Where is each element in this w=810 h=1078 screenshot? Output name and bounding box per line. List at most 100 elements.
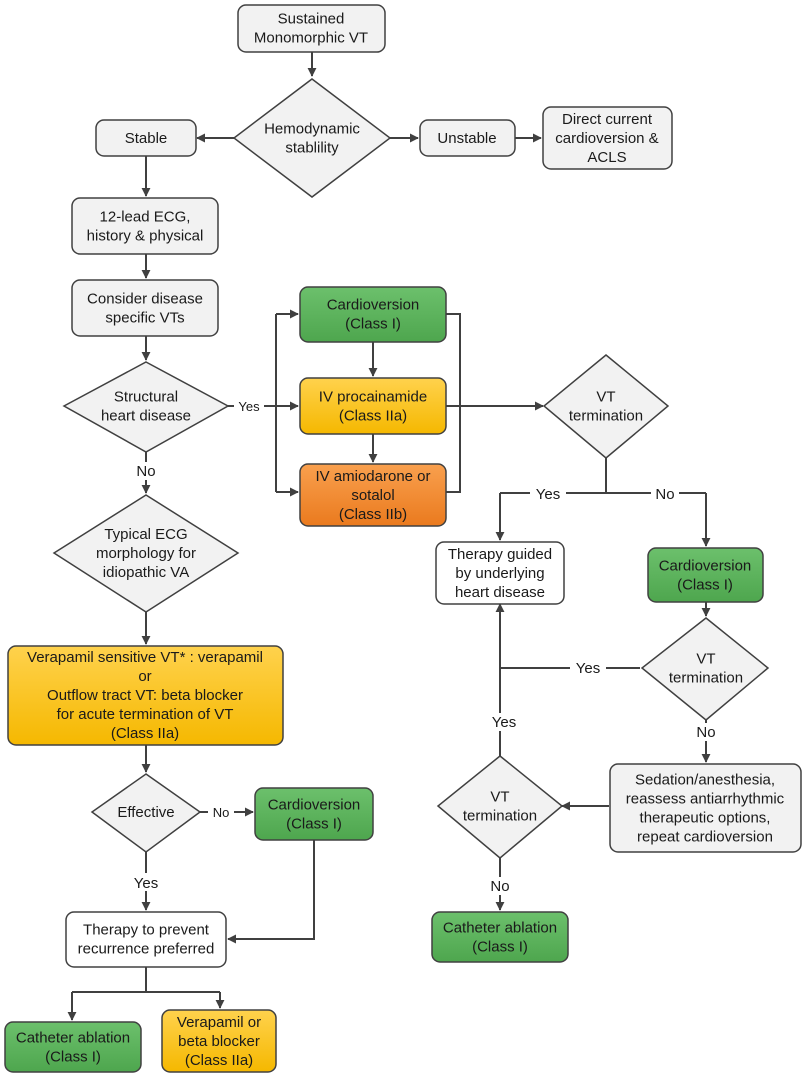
node-iv-amiodarone xyxy=(299,463,447,527)
node-label-hemodynamic: Hemodynamic stablility xyxy=(264,121,360,157)
node-text-line: recurrence preferred xyxy=(78,941,215,958)
node-text-line: stablility xyxy=(285,140,339,157)
node-text-line: history & physical xyxy=(87,228,204,245)
node-text-line: IV procainamide xyxy=(319,389,427,406)
node-text-line: Typical ECG xyxy=(104,526,187,543)
node-text-line: Stable xyxy=(125,130,168,147)
node-text-line: idiopathic VA xyxy=(103,564,189,581)
node-text-line: heart disease xyxy=(455,584,545,601)
node-text-line: (Class I) xyxy=(286,816,342,833)
node-text-line: Sedation/anesthesia, xyxy=(635,772,775,789)
node-label-cardioversion-top: Cardioversion(Class I) xyxy=(327,297,420,333)
node-text-line: Cardioversion xyxy=(659,558,752,575)
node-text-line: cardioversion & xyxy=(555,130,658,147)
node-hemodynamic-diamond xyxy=(232,78,392,198)
node-text-line: 12-lead ECG, xyxy=(100,209,191,226)
label-bg xyxy=(234,397,264,415)
node-text-line: Catheter ablation xyxy=(16,1030,130,1047)
node-text-line: VT xyxy=(696,651,715,668)
node-label-sedation: Sedation/anesthesia, reassess antiarrhyth… xyxy=(626,772,785,846)
label-bg xyxy=(128,873,164,891)
label-bg xyxy=(651,484,679,502)
node-label-stable: Stable xyxy=(125,130,168,147)
node-cardioversion-top xyxy=(299,286,447,343)
node-label-consider-disease: Consider disease specific VTs xyxy=(87,291,203,327)
node-text-line: Monomorphic VT xyxy=(254,30,368,47)
node-text-line: Catheter ablation xyxy=(443,920,557,937)
node-catheter-left xyxy=(4,1021,142,1073)
node-label-structural: Structural heart disease xyxy=(101,389,191,425)
node-vt-termination-1 xyxy=(542,354,670,459)
node-therapy-prevent xyxy=(65,911,227,968)
label-structural-no: No xyxy=(136,463,155,480)
label-bg xyxy=(692,723,720,741)
node-vt-termination-3 xyxy=(436,755,564,859)
node-text-line: (Class IIa) xyxy=(111,725,179,742)
node-sustained-vt xyxy=(237,4,386,53)
node-effective-diamond xyxy=(90,773,202,853)
label-bg xyxy=(570,659,606,677)
node-ecg-history xyxy=(71,197,219,255)
node-text-line: heart disease xyxy=(101,408,191,425)
node-text-line: (Class IIa) xyxy=(339,408,407,425)
node-text-line: Hemodynamic xyxy=(264,121,360,138)
node-text-line: Consider disease xyxy=(87,291,203,308)
label-bg xyxy=(486,877,514,895)
node-text-line: Structural xyxy=(114,389,178,406)
node-text-line: by underlying xyxy=(455,565,544,582)
label-vt3-no: No xyxy=(490,878,509,895)
node-verapamil-beta xyxy=(161,1009,277,1073)
node-stable xyxy=(95,119,197,157)
node-text-line: VT xyxy=(490,789,509,806)
node-label-catheter-right: Catheter ablation (Class I) xyxy=(443,920,557,956)
node-text-line: ACLS xyxy=(587,149,626,166)
node-cardioversion-left xyxy=(254,787,374,841)
node-text-line: IV amiodarone or xyxy=(315,468,430,485)
node-text-line: morphology for xyxy=(96,545,196,562)
edge-labels: Yes No Yes No Yes No Yes No No Yes xyxy=(128,397,720,895)
node-label-typical-ecg: Typical ECG morphology for idiopathic VA xyxy=(96,526,196,581)
node-text-line: (Class IIa) xyxy=(185,1052,253,1069)
node-sedation xyxy=(609,763,802,853)
label-effective-yes: Yes xyxy=(134,875,158,892)
label-effective-no: No xyxy=(213,805,230,820)
node-text-line: (Class I) xyxy=(345,316,401,333)
node-text-line: (Class I) xyxy=(472,939,528,956)
node-text-line: Sustained xyxy=(278,11,345,28)
node-text-line: reassess antiarrhythmic xyxy=(626,791,785,808)
node-catheter-right xyxy=(431,911,569,963)
node-typical-ecg-diamond xyxy=(52,494,240,613)
node-label-catheter-left: Catheter ablation (Class I) xyxy=(16,1030,130,1066)
node-label-verapamil-sensitive: Verapamil sensitive VT* : verapamilorOut… xyxy=(27,649,263,742)
label-structural-yes: Yes xyxy=(238,399,260,414)
node-text-line: Verapamil sensitive VT* : verapamil xyxy=(27,649,263,666)
node-text-line: beta blocker xyxy=(178,1033,260,1050)
node-cardioversion-right xyxy=(647,547,764,603)
node-structural-diamond xyxy=(62,361,230,453)
node-text-line: specific VTs xyxy=(105,310,184,327)
node-text-line: Therapy to prevent xyxy=(83,922,210,939)
node-verapamil-sensitive xyxy=(7,645,284,746)
node-text-line: Direct current xyxy=(562,111,653,128)
node-text-line: Cardioversion xyxy=(268,797,361,814)
node-text-line: Outflow tract VT: beta blocker xyxy=(47,687,243,704)
node-text-line: sotalol xyxy=(351,487,394,504)
node-label-therapy-prevent: Therapy to prevent recurrence preferred xyxy=(78,922,215,958)
node-text-line: (Class I) xyxy=(677,577,733,594)
node-consider-disease xyxy=(71,279,219,337)
edge-cardioversion-left-to-therapy xyxy=(227,840,315,944)
label-bg xyxy=(486,713,522,731)
node-label-cardioversion-left: Cardioversion (Class I) xyxy=(268,797,361,833)
node-text-line: Effective xyxy=(117,804,174,821)
node-text-line: for acute termination of VT xyxy=(57,706,234,723)
node-label-effective: Effective xyxy=(117,804,174,821)
node-text-line: (Class I) xyxy=(45,1049,101,1066)
node-text-line: termination xyxy=(569,408,643,425)
node-label-dc-cardioversion: Direct current cardioversion & ACLS xyxy=(555,111,658,166)
